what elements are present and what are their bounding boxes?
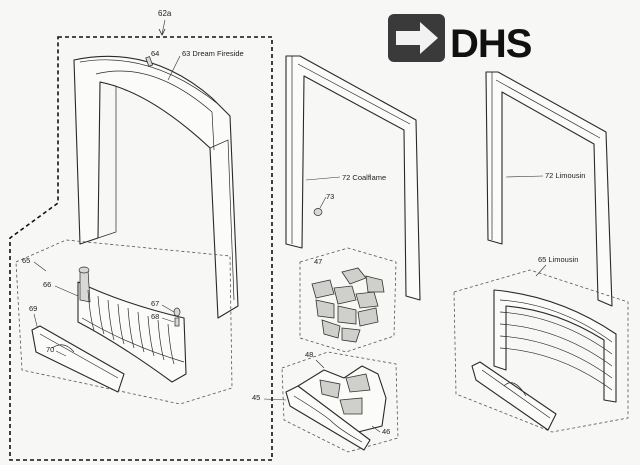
- fret-limousin: [493, 289, 617, 403]
- fret-limousin-bar-4: [499, 335, 613, 379]
- leader-45: [263, 398, 287, 401]
- fret-limousin-bar-5: [499, 347, 613, 391]
- ashpan-limousin-body: [471, 361, 557, 431]
- ashpan-70-edge: [39, 333, 119, 379]
- leader-66: [54, 285, 79, 297]
- label-48: 48: [305, 350, 313, 359]
- label-46: 46: [382, 427, 390, 436]
- label-72-limousin: 72 Limousin: [545, 171, 585, 180]
- knob-67: [173, 307, 181, 317]
- leader-72-coalflame: [305, 176, 341, 181]
- screw-68: [174, 317, 180, 327]
- leader-72-limousin: [505, 175, 544, 178]
- leader-68: [161, 317, 175, 323]
- group-62a: 62a 64 63 Dream Fireside 65 66 67: [9, 9, 273, 461]
- coal-6: [315, 299, 335, 319]
- frame-63-leg-left: [97, 81, 117, 239]
- group-limousin: 72 Limousin 65 Limousin: [453, 71, 629, 433]
- coal-9: [321, 319, 341, 339]
- frame-63-inner: [95, 70, 215, 151]
- label-67: 67: [151, 299, 159, 308]
- fret-66-bars: [87, 289, 175, 365]
- label-69: 69: [29, 304, 37, 313]
- coal-2: [365, 275, 385, 293]
- label-65-limousin: 65 Limousin: [538, 255, 578, 264]
- frame-coalflame: [285, 55, 421, 301]
- leader-70: [55, 350, 67, 357]
- coal-4: [333, 285, 357, 305]
- coal-bed-lump-2: [345, 373, 371, 393]
- coal-subgroup-boundary: [299, 247, 397, 353]
- coal-bed-45-front: [285, 385, 371, 451]
- logo-arrow-icon: [396, 22, 438, 54]
- leader-65-limousin: [535, 264, 547, 277]
- ashpan-limousin: [471, 361, 557, 431]
- arrow-62a-icon: [158, 28, 166, 36]
- leader-62a: [161, 19, 166, 35]
- frame-63-edge: [79, 59, 219, 105]
- coal-set-47: [311, 267, 385, 343]
- coal-7: [337, 305, 357, 325]
- group-coalflame: 72 Coalflame 73 47 48: [252, 55, 421, 453]
- label-45: 45: [252, 393, 260, 402]
- coal-8: [357, 307, 379, 327]
- frame-dream-fireside: [73, 55, 239, 319]
- label-70: 70: [46, 345, 54, 354]
- leader-73: [319, 196, 327, 209]
- ashpan-70-motif: [51, 344, 75, 353]
- frame-63-outline: [73, 55, 239, 319]
- logo-text: DHS: [450, 22, 532, 66]
- frame-72-top-edge: [297, 63, 411, 125]
- frame-72-limousin-top-edge: [495, 79, 601, 139]
- fret-limousin-subgroup-boundary: [453, 269, 629, 433]
- label-47: 47: [314, 257, 322, 266]
- label-64: 64: [151, 49, 159, 58]
- label-66: 66: [43, 280, 51, 289]
- dhs-logo: DHS: [388, 14, 533, 66]
- frame-limousin: [485, 71, 613, 307]
- coal-bed-lump-3: [339, 397, 363, 415]
- coal-1: [341, 267, 367, 285]
- fret-limousin-body: [493, 289, 617, 403]
- fret-subgroup-boundary: [15, 239, 233, 405]
- label-68: 68: [151, 312, 159, 321]
- label-72-coalflame: 72 Coalflame: [342, 173, 386, 182]
- coal-5: [355, 291, 379, 309]
- coal-bed-lump-1: [319, 379, 341, 399]
- coalbed-subgroup-boundary: [281, 351, 399, 453]
- label-73: 73: [326, 192, 334, 201]
- coal-bed-45-edge: [293, 395, 363, 443]
- fret-66-rail: [81, 317, 185, 363]
- leader-48: [315, 359, 325, 369]
- leader-65a: [33, 261, 47, 272]
- frame-63-leg-right: [209, 139, 235, 301]
- fret-66: [77, 266, 187, 383]
- frame-72-limousin-outline: [485, 71, 613, 307]
- group-62a-boundary: [9, 36, 273, 461]
- leader-63: [167, 55, 181, 81]
- leader-67: [161, 304, 175, 313]
- fret-66-knob: [78, 266, 90, 274]
- label-63: 63 Dream Fireside: [182, 49, 244, 58]
- coal-3: [311, 279, 335, 299]
- ashpan-70: [31, 325, 125, 393]
- fret-limousin-bar-3: [499, 323, 613, 367]
- fret-limousin-bar-2: [499, 311, 613, 355]
- ashpan-limousin-motif: [503, 382, 527, 397]
- frame-72-coalflame-outline: [285, 55, 421, 301]
- knob-73: [313, 208, 323, 216]
- label-65a: 65: [22, 256, 30, 265]
- fret-limousin-bar-1: [499, 299, 613, 343]
- ashpan-limousin-edge: [481, 369, 551, 419]
- label-62a: 62a: [158, 9, 172, 18]
- fret-66-body: [77, 281, 187, 383]
- coal-bed-48: [285, 365, 387, 451]
- leader-46: [371, 425, 381, 433]
- clip-64: [145, 56, 154, 67]
- coal-10: [341, 327, 361, 343]
